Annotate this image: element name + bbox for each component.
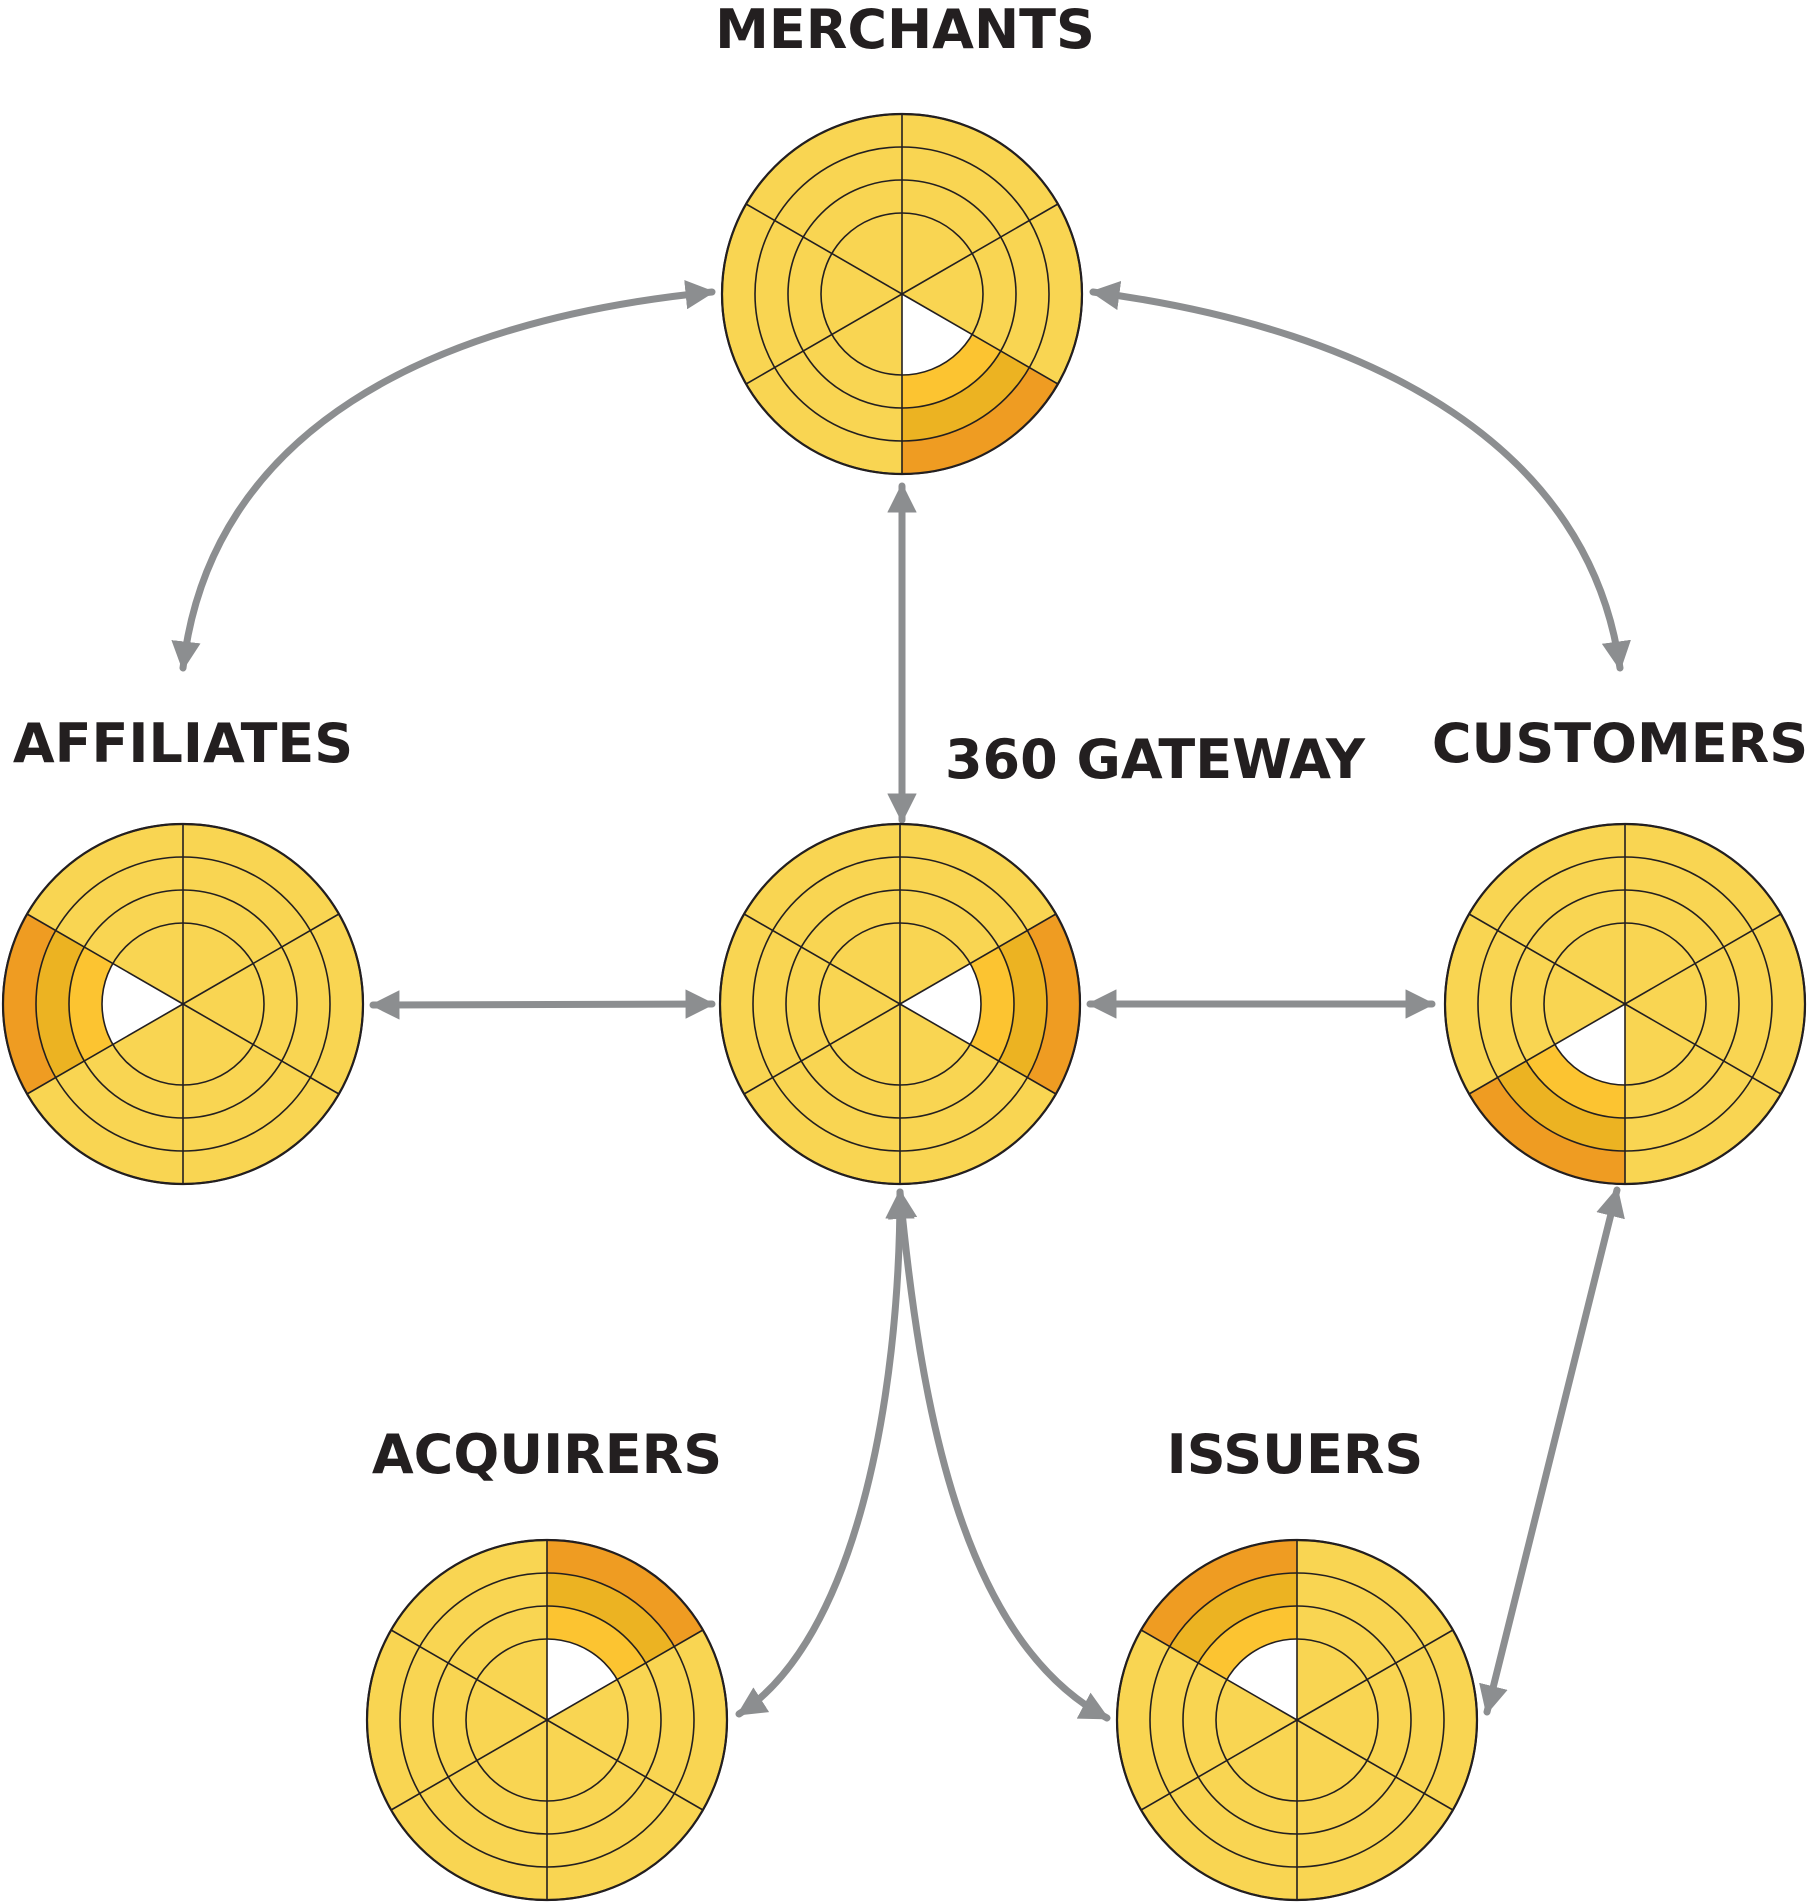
acquirers-target-chart	[365, 1538, 729, 1902]
acquirers-outline	[365, 1538, 729, 1902]
affiliates-label: AFFILIATES	[13, 712, 353, 775]
affiliates-spoke-3	[182, 1003, 340, 1095]
merchants-spoke-5	[745, 293, 903, 385]
gateway-label: 360 GATEWAY	[945, 728, 1366, 791]
customers-highlight-inner	[1526, 1044, 1625, 1118]
connector-affiliates-gateway	[369, 989, 716, 1020]
connector-layer	[171, 279, 1631, 1722]
gateway-highlight-inner	[970, 947, 1014, 1061]
acquirers-spoke-2	[546, 1629, 704, 1721]
gateway-spoke-2	[899, 913, 1057, 1005]
issuers-spoke-5	[1140, 1719, 1298, 1811]
customers-spoke-5	[1468, 1003, 1626, 1095]
affiliates-spoke-5	[26, 1003, 184, 1095]
affiliates-target-chart	[1, 822, 365, 1186]
affiliates-outline	[1, 822, 365, 1186]
acquirers-spoke-3	[546, 1719, 704, 1811]
customers-outline	[1443, 822, 1807, 1186]
issuers-highlight-mid	[1169, 1573, 1297, 1663]
connector-merchants-affiliates	[171, 279, 716, 672]
acquirers-highlight-mid	[547, 1573, 675, 1663]
issuers-spoke-3	[1296, 1719, 1454, 1811]
merchants-outline	[720, 112, 1084, 476]
issuers-spoke-6	[1140, 1629, 1298, 1721]
issuers-outline	[1115, 1538, 1479, 1902]
merchants-spoke-6	[745, 203, 903, 295]
issuers-label: ISSUERS	[1167, 1423, 1424, 1486]
gateway-spoke-3	[899, 1003, 1057, 1095]
gateway-outline	[718, 822, 1082, 1186]
customers-spoke-6	[1468, 913, 1626, 1005]
merchants-highlight-mid	[902, 351, 1030, 441]
affiliates-highlight-core	[102, 963, 183, 1045]
connector-merchants-customers	[1089, 280, 1631, 672]
merchants-target-chart	[720, 112, 1084, 476]
acquirers-spoke-6	[390, 1629, 548, 1721]
customers-target-chart	[1443, 822, 1807, 1186]
affiliates-spoke-2	[182, 913, 340, 1005]
label-layer: MERCHANTS AFFILIATES 360 GATEWAY CUSTOME…	[13, 0, 1807, 1486]
connector-gateway-issuers	[887, 1188, 1111, 1722]
node-layer	[1, 112, 1807, 1902]
customers-highlight-outer	[1469, 1077, 1625, 1184]
affiliates-highlight-mid	[36, 930, 85, 1078]
affiliates-spoke-6	[26, 913, 184, 1005]
merchants-highlight-inner	[902, 334, 1001, 408]
gateway-spoke-5	[743, 1003, 901, 1095]
gateway-highlight-mid	[998, 930, 1047, 1078]
connector-customers-issuers	[1479, 1186, 1625, 1716]
merchants-highlight-outer	[902, 367, 1058, 474]
acquirers-highlight-inner	[547, 1606, 646, 1680]
merchants-label: MERCHANTS	[715, 0, 1095, 61]
issuers-spoke-2	[1296, 1629, 1454, 1721]
merchants-spoke-3	[901, 293, 1059, 385]
gateway-highlight-core	[900, 963, 981, 1045]
acquirers-spoke-5	[390, 1719, 548, 1811]
gateway-spoke-6	[743, 913, 901, 1005]
acquirers-label: ACQUIRERS	[372, 1423, 722, 1486]
customers-spoke-2	[1624, 913, 1782, 1005]
issuers-highlight-inner	[1198, 1606, 1297, 1680]
customers-label: CUSTOMERS	[1432, 712, 1807, 775]
merchants-spoke-2	[901, 203, 1059, 295]
acquirers-highlight-outer	[547, 1540, 703, 1647]
issuers-target-chart	[1115, 1538, 1479, 1902]
connector-gateway-acquirers	[735, 1188, 915, 1718]
affiliates-highlight-inner	[69, 947, 113, 1061]
issuers-highlight-outer	[1141, 1540, 1297, 1647]
gateway-target-chart	[718, 822, 1082, 1186]
customers-spoke-3	[1624, 1003, 1782, 1095]
customers-highlight-mid	[1497, 1061, 1625, 1151]
